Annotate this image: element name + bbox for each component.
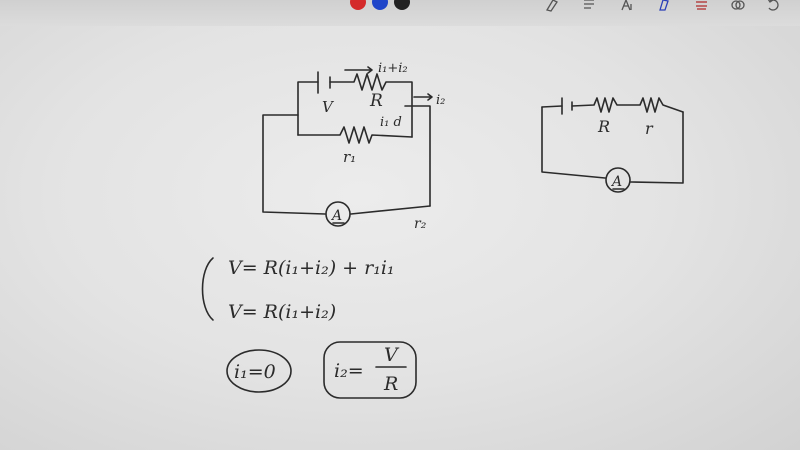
equations-block: V= R(i₁+i₂) + r₁i₁ V= R(i₁+i₂) i₁=0 i₂= …: [201, 257, 417, 399]
current-arrow-right: [413, 93, 433, 101]
right-wire: [404, 105, 431, 207]
ammeter-main: [325, 201, 351, 227]
lasso-icon: [696, 1, 707, 10]
current-arrow-top: [344, 66, 373, 74]
system-brace: [201, 257, 214, 321]
right-circuit-top-wire: [541, 97, 684, 113]
blue-pen-icon: [372, 0, 388, 10]
battery-symbol: [317, 71, 331, 94]
label-node: i₁ d: [380, 115, 402, 130]
shapes-icon: [584, 0, 594, 9]
highlighter-button[interactable]: [545, 0, 561, 12]
lasso-button[interactable]: [694, 0, 710, 12]
label-resistance-r2: r₂: [414, 216, 427, 232]
result-2-denominator: R: [383, 373, 398, 395]
black-pen-button[interactable]: [394, 0, 410, 10]
blue-pen-button[interactable]: [372, 0, 388, 10]
result-2-numerator: V: [384, 344, 400, 366]
shapes-button[interactable]: [582, 0, 598, 12]
toolbar: [0, 0, 800, 26]
result-1: i₁=0: [234, 361, 276, 383]
label-resistor-R: R: [369, 91, 383, 111]
undo-icon: [767, 0, 779, 11]
ruler-button[interactable]: [730, 0, 746, 12]
main-circuit: i₁+i₂ R V i₂ i₁ d r₁ A r₂: [262, 61, 445, 232]
top-wire: [297, 73, 413, 138]
result-2-lhs: i₂=: [334, 360, 364, 382]
right-battery-symbol: [561, 97, 573, 115]
highlighter-icon: [545, 0, 558, 12]
label-right-R: R: [597, 117, 610, 136]
middle-branch: [297, 126, 413, 144]
ammeter-right: [605, 167, 631, 193]
red-pen-button[interactable]: [350, 0, 366, 10]
eraser-icon: [659, 0, 669, 11]
label-battery-V: V: [322, 98, 335, 116]
text-button[interactable]: [620, 0, 636, 12]
undo-button[interactable]: [766, 0, 782, 12]
note-page[interactable]: [0, 24, 800, 450]
right-circuit: R r A: [541, 97, 684, 193]
result-1-circle: [226, 349, 292, 393]
result-2-box: [323, 341, 417, 399]
label-right-r: r: [645, 119, 654, 138]
label-current-right: i₂: [436, 93, 445, 108]
text-icon: [621, 0, 632, 11]
outer-loop: [262, 114, 431, 215]
label-resistor-r1: r₁: [343, 148, 356, 166]
equation-1: V= R(i₁+i₂) + r₁i₁: [228, 257, 395, 279]
ruler-icon: [731, 0, 745, 10]
label-right-ammeter: A: [610, 174, 622, 190]
red-pen-icon: [350, 0, 366, 10]
eraser-button[interactable]: [657, 0, 673, 12]
black-pen-icon: [394, 0, 410, 10]
equation-2: V= R(i₁+i₂): [228, 301, 336, 323]
label-ammeter: A: [330, 208, 342, 224]
label-current-top: i₁+i₂: [378, 61, 408, 76]
right-circuit-loop: [541, 106, 684, 184]
